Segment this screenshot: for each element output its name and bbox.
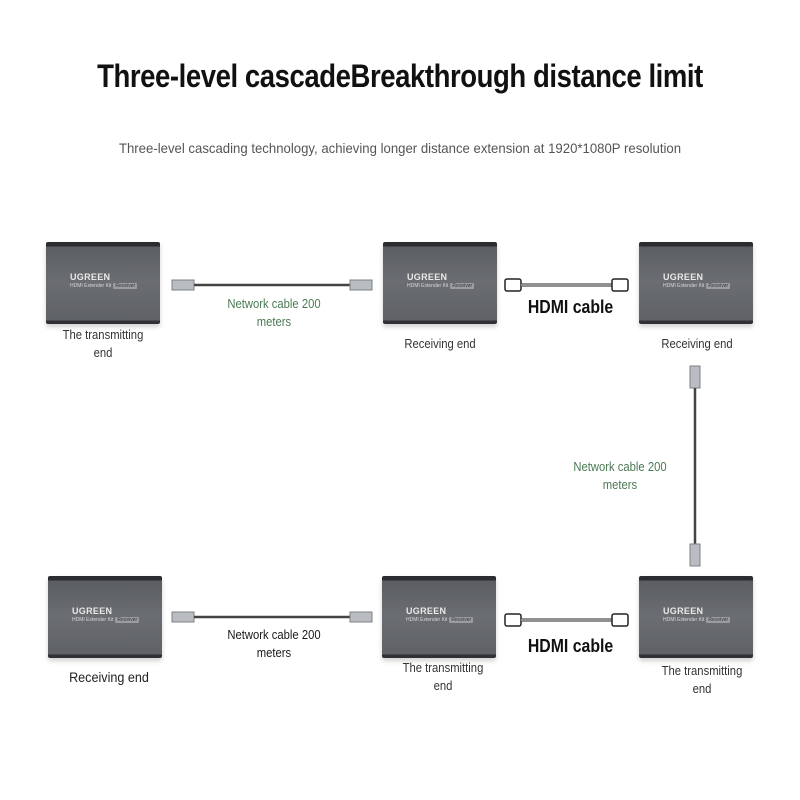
device-brand: UGREEN: [407, 272, 448, 282]
device-brand: UGREEN: [72, 606, 113, 616]
page-subtitle: Three-level cascading technology, achiev…: [118, 140, 682, 156]
hdmi-cable-row1: [504, 278, 629, 292]
row1-middle-label: Receiving end: [404, 337, 476, 351]
row1-network-label: Network cable 200 meters: [227, 297, 321, 329]
device-brand: UGREEN: [663, 606, 704, 616]
network-cable-row2: [171, 611, 373, 623]
vertical-network-label: Network cable 200 meters: [573, 460, 667, 492]
device-brand: UGREEN: [663, 272, 704, 282]
row1-left-label: The transmitting end: [62, 328, 144, 360]
row2-network-label: Network cable 200 meters: [227, 628, 321, 660]
row1-right-label: Receiving end: [661, 337, 733, 351]
network-cable-row1: [171, 279, 373, 291]
row2-right-label: The transmitting end: [661, 664, 743, 696]
row2-middle-label: The transmitting end: [402, 661, 484, 693]
device-brand: UGREEN: [406, 606, 447, 616]
row1-hdmi-label: HDMI cable: [527, 297, 614, 317]
device-brand: UGREEN: [70, 272, 111, 282]
row2-left-label: Receiving end: [69, 669, 149, 685]
row2-hdmi-label: HDMI cable: [527, 636, 614, 656]
page-title: Three-level cascadeBreakthrough distance…: [97, 58, 703, 94]
hdmi-cable-row2: [504, 613, 629, 627]
network-cable-vertical: [689, 365, 701, 567]
